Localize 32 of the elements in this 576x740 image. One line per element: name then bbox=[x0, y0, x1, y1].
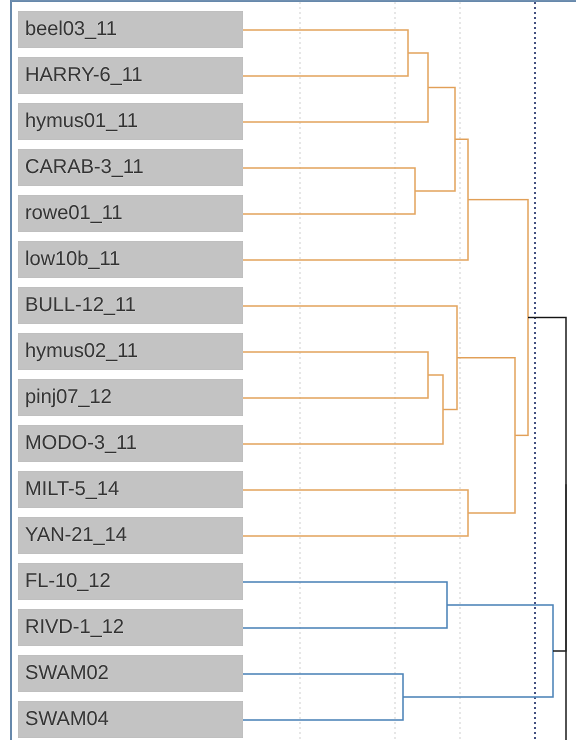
leaf-label-box bbox=[18, 57, 243, 94]
leaf-label: hymus02_11 bbox=[25, 340, 138, 363]
leaf-label-box bbox=[18, 287, 243, 324]
leaf-label-box bbox=[18, 701, 243, 738]
leaf-label: MILT-5_14 bbox=[25, 478, 120, 501]
leaf-label: YAN-21_14 bbox=[25, 524, 127, 547]
leaf-label-box bbox=[18, 517, 243, 554]
leaf-label-box bbox=[18, 241, 243, 278]
leaf-label: CARAB-3_11 bbox=[25, 156, 144, 179]
leaf-label-box bbox=[18, 471, 243, 508]
leaf-label: low10b_11 bbox=[25, 248, 120, 271]
leaf-label: SWAM02 bbox=[25, 662, 109, 685]
leaf-label-box bbox=[18, 103, 243, 140]
leaf-label: pinj07_12 bbox=[25, 386, 112, 409]
leaf-label: SWAM04 bbox=[25, 708, 109, 731]
leaf-label-box bbox=[18, 149, 243, 186]
leaf-label: MODO-3_11 bbox=[25, 432, 137, 455]
leaf-label-box bbox=[18, 655, 243, 692]
leaf-label-box bbox=[18, 379, 243, 416]
leaf-label-box bbox=[18, 11, 243, 48]
leaf-label-box bbox=[18, 333, 243, 370]
leaf-label: HARRY-6_11 bbox=[25, 64, 142, 87]
leaf-label: hymus01_11 bbox=[25, 110, 138, 133]
leaf-label: rowe01_11 bbox=[25, 202, 122, 225]
leaf-label: FL-10_12 bbox=[25, 570, 111, 593]
leaf-label-box bbox=[18, 609, 243, 646]
leaf-label: beel03_11 bbox=[25, 18, 117, 41]
leaf-label: BULL-12_11 bbox=[25, 294, 136, 317]
leaf-label-box bbox=[18, 563, 243, 600]
leaf-label: RIVD-1_12 bbox=[25, 616, 124, 639]
leaf-label-box bbox=[18, 425, 243, 462]
leaf-label-box bbox=[18, 195, 243, 232]
